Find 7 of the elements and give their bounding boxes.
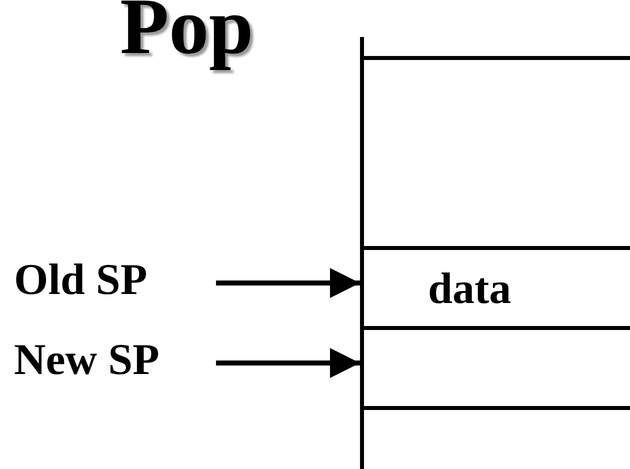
arrow xyxy=(216,348,360,378)
pointer-label: New SP xyxy=(14,335,214,385)
stack-cell xyxy=(364,246,630,330)
arrow xyxy=(216,268,360,298)
title: Pop xyxy=(120,0,254,72)
cell-text: data xyxy=(428,264,512,314)
pointer-label: Old SP xyxy=(14,255,214,305)
